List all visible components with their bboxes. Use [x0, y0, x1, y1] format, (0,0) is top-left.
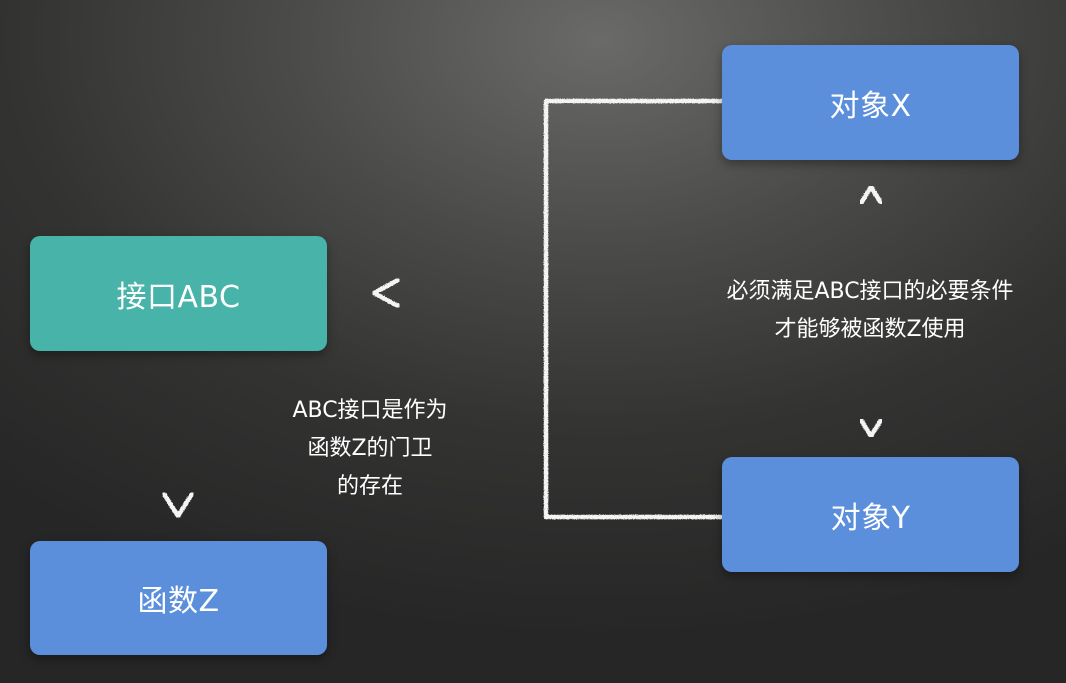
note-gatekeeper-line: 的存在	[336, 474, 403, 499]
node-object-x-label: 对象X	[829, 88, 912, 124]
arrow-to-function-head	[161, 491, 195, 519]
node-object-x: 对象X	[722, 45, 1019, 160]
note-gatekeeper: ABC接口是作为 函数Z的门卫 的存在	[250, 392, 490, 506]
node-object-y-label: 对象Y	[830, 500, 911, 536]
node-interface-abc: 接口ABC	[30, 236, 327, 351]
note-gatekeeper-line: 函数Z的门卫	[307, 436, 433, 461]
node-function-z-label: 函数Z	[137, 584, 220, 619]
arrow-to-interface-head	[371, 277, 401, 309]
node-function-z: 函数Z	[30, 541, 327, 655]
arrow-down-head	[858, 417, 884, 439]
note-requirement: 必须满足ABC接口的必要条件 才能够被函数Z使用	[680, 273, 1060, 349]
node-object-y: 对象Y	[722, 457, 1019, 572]
node-interface-abc-label: 接口ABC	[116, 279, 241, 315]
note-requirement-line: 必须满足ABC接口的必要条件	[726, 279, 1014, 304]
arrow-up-head	[858, 184, 884, 206]
note-gatekeeper-line: ABC接口是作为	[292, 398, 448, 423]
note-requirement-line: 才能够被函数Z使用	[774, 317, 966, 342]
